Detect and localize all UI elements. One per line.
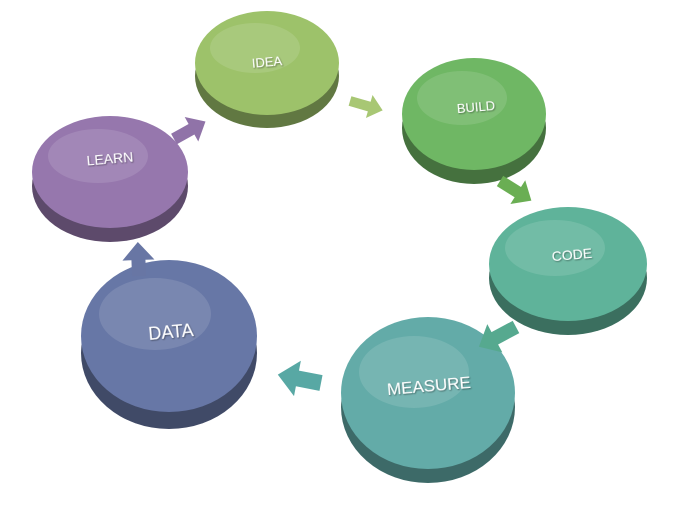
node-label-build: BUILD (456, 98, 495, 116)
node-build: BUILD (402, 58, 546, 184)
arrow-idea-to-build (348, 94, 383, 119)
node-label-learn: LEARN (86, 149, 134, 169)
arrow-code-to-measure (478, 320, 520, 353)
arrow-measure-to-data (277, 360, 323, 397)
node-idea: IDEA (195, 11, 339, 128)
arrow-data-to-learn (122, 242, 155, 277)
node-label-idea: IDEA (251, 53, 283, 71)
node-label-data: DATA (147, 320, 194, 344)
arrow-build-to-code (496, 175, 532, 205)
arrow-learn-to-idea (171, 117, 206, 145)
node-measure: MEASURE (341, 317, 515, 483)
node-label-code: CODE (551, 245, 593, 264)
node-learn: LEARN (32, 116, 188, 242)
node-data: DATA (81, 260, 257, 429)
node-code: CODE (489, 207, 647, 335)
